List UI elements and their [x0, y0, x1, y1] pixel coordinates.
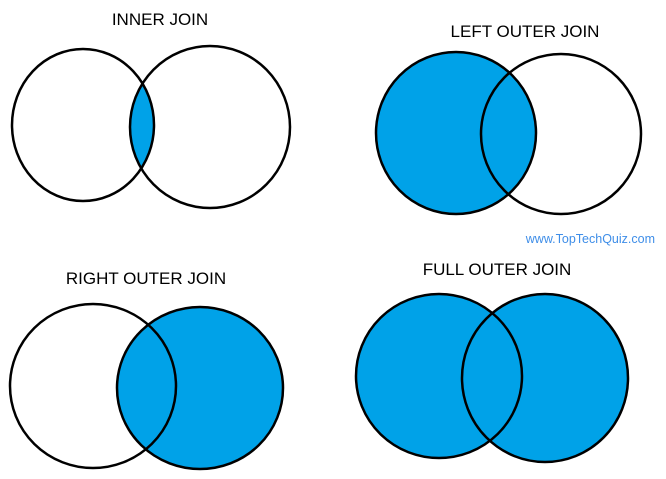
full-outer-join-diagram: FULL OUTER JOIN — [354, 260, 630, 464]
full-outer-join-right-circle — [460, 292, 630, 464]
full-outer-join-title: FULL OUTER JOIN — [423, 260, 572, 279]
inner-join-left-circle — [10, 47, 156, 203]
left-outer-join-left-fill — [376, 52, 536, 214]
right-outer-join-title: RIGHT OUTER JOIN — [66, 269, 226, 288]
inner-join-right-circle — [128, 44, 292, 210]
left-outer-join-left-circle — [374, 50, 538, 216]
left-outer-join-right-circle — [479, 52, 643, 216]
inner-join-diagram: INNER JOIN — [10, 10, 292, 210]
right-outer-join-right-circle — [115, 305, 285, 471]
left-outer-join-diagram: LEFT OUTER JOIN — [374, 22, 643, 216]
left-outer-join-title: LEFT OUTER JOIN — [451, 22, 600, 41]
right-outer-join-left-circle — [8, 302, 178, 470]
full-outer-join-left-circle — [354, 292, 524, 460]
full-outer-join-right-fill — [462, 294, 628, 462]
right-outer-join-diagram: RIGHT OUTER JOIN — [8, 269, 285, 471]
inner-join-title: INNER JOIN — [112, 10, 208, 29]
right-outer-join-right-fill — [117, 307, 283, 469]
watermark-text: www.TopTechQuiz.com — [525, 232, 655, 246]
